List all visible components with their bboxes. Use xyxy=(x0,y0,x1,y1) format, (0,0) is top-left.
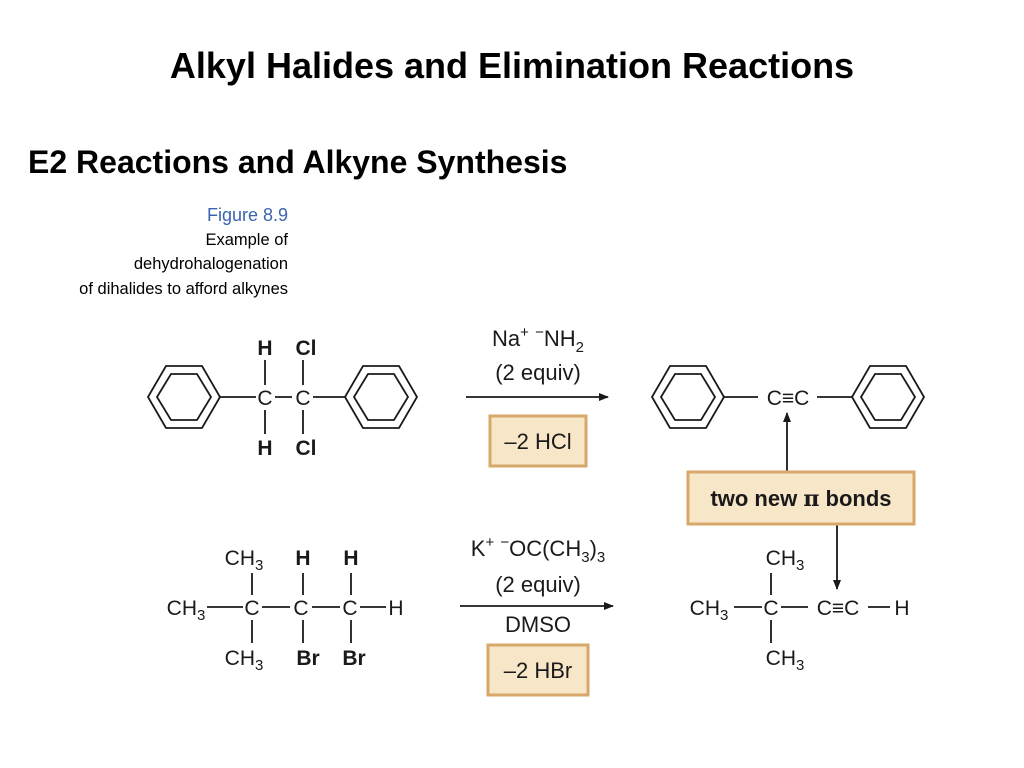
figure-caption: Figure 8.9 Example of dehydrohalogenatio… xyxy=(79,203,288,301)
reagent-equiv-1: (2 equiv) xyxy=(495,360,581,385)
atom-cl-top: Cl xyxy=(296,337,317,360)
phenyl-ring-product-right xyxy=(850,365,926,429)
phenyl-ring-left xyxy=(146,365,222,429)
reagent-potassium-tert-butoxide: K+ −OC(CH3)3 xyxy=(471,534,605,566)
caption-line-1: Example of xyxy=(205,230,288,249)
byproduct-box-hcl xyxy=(488,414,588,468)
product-h-terminal: H xyxy=(894,597,909,620)
product-c-quaternary: C xyxy=(763,597,778,620)
group-ch3-top: CH3 xyxy=(225,547,264,574)
atom-h-bottom: H xyxy=(257,437,272,460)
phenyl-ring-right xyxy=(343,365,419,429)
atom-h-right: H xyxy=(388,597,403,620)
section-heading: E2 Reactions and Alkyne Synthesis xyxy=(28,144,568,180)
byproduct-hcl: –2 HCl xyxy=(504,429,571,454)
reagent-sodium-amide: Na+ −NH2 xyxy=(492,324,584,356)
atom-br-2: Br xyxy=(342,647,365,670)
atom-br-1: Br xyxy=(296,647,319,670)
phenyl-ring-product-left xyxy=(650,365,726,429)
atom-c-terminal: C xyxy=(342,597,357,620)
atom-c-quaternary: C xyxy=(244,597,259,620)
atom-h-top-2: H xyxy=(343,547,358,570)
reagent-solvent: DMSO xyxy=(505,612,571,637)
product-ch3-top: CH3 xyxy=(766,547,805,574)
atom-c-middle: C xyxy=(293,597,308,620)
atom-cl-bottom: Cl xyxy=(296,437,317,460)
callout-text: two new π bonds xyxy=(710,486,891,512)
group-ch3-bottom: CH3 xyxy=(225,647,264,674)
atom-h-top-1: H xyxy=(295,547,310,570)
reagent-equiv-2: (2 equiv) xyxy=(495,572,581,597)
byproduct-box-hbr xyxy=(486,643,590,697)
byproduct-hbr: –2 HBr xyxy=(504,658,572,683)
caption-line-2: dehydrohalogenation xyxy=(133,255,288,273)
product-alkyne-2: C≡C xyxy=(817,597,860,620)
group-ch3-left: CH3 xyxy=(167,597,206,624)
callout-box-pi-bonds xyxy=(686,470,916,526)
atom-c-right: C xyxy=(295,387,310,410)
atom-h-top: H xyxy=(257,337,272,360)
atom-c-left: C xyxy=(257,387,272,410)
figure-number: Figure 8.9 xyxy=(206,205,288,225)
product-ch3-left: CH3 xyxy=(690,597,729,624)
caption-line-3: of dihalides to afford alkynes xyxy=(79,279,288,298)
product-ch3-bottom: CH3 xyxy=(766,647,805,674)
slide-title: Alkyl Halides and Elimination Reactions xyxy=(169,45,855,86)
product-alkyne-1: C≡C xyxy=(767,387,810,410)
